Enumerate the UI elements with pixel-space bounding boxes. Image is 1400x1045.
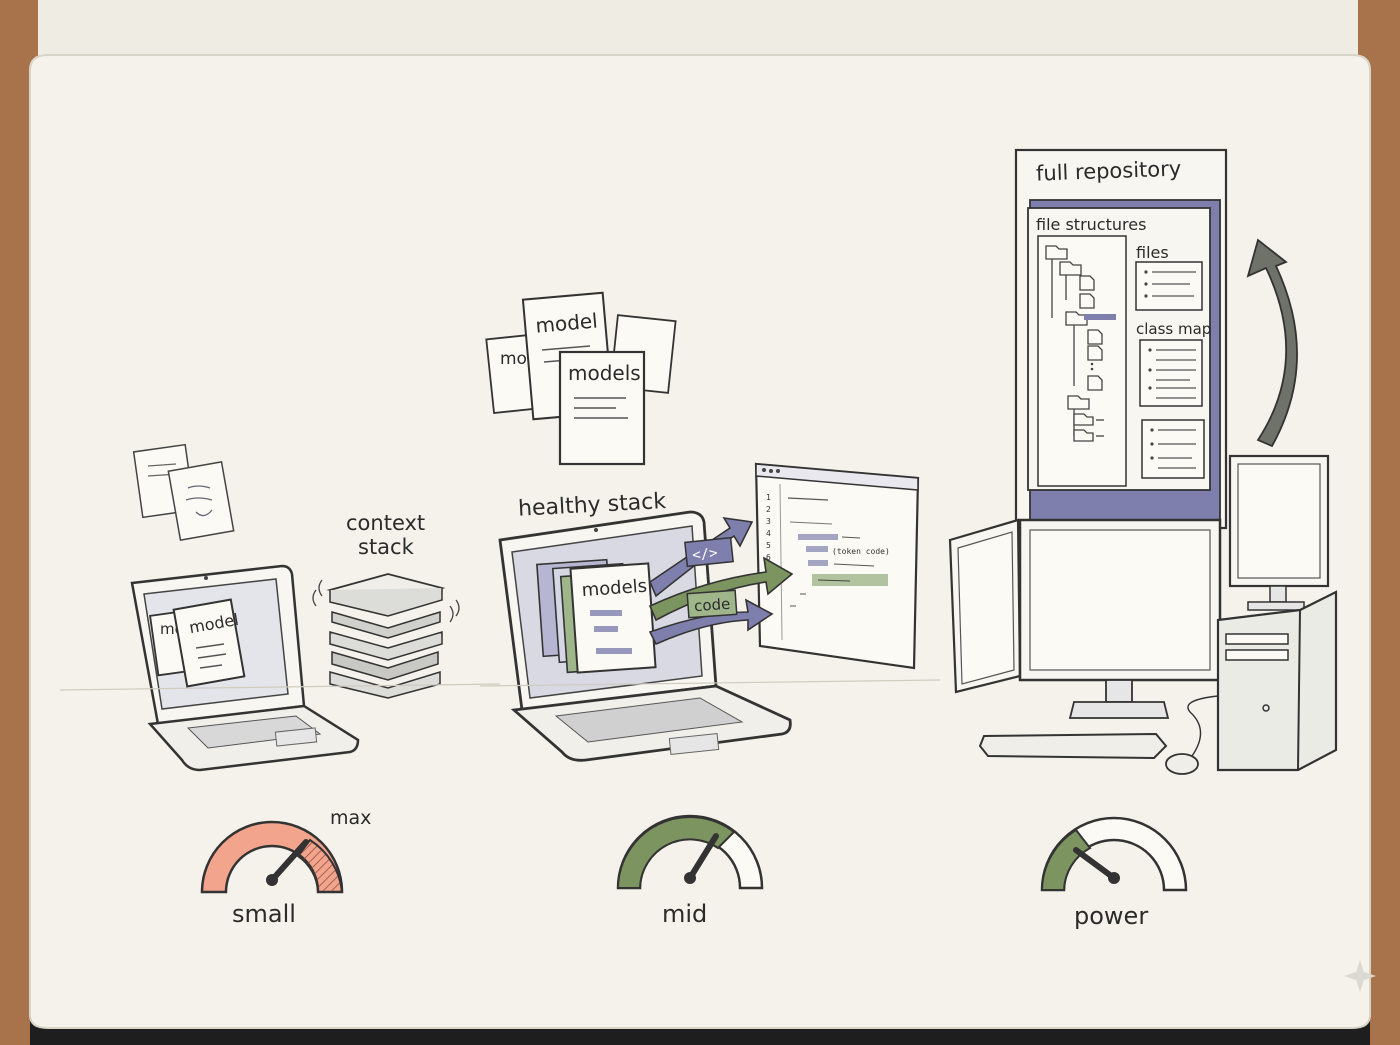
code-tag-text: </> — [691, 545, 718, 564]
arrow-bottom-icon — [648, 598, 774, 646]
gauge-mid: mid — [616, 814, 764, 928]
folder-icon — [1073, 429, 1094, 442]
power-workstation — [948, 454, 1338, 775]
gauge-mid-needle — [687, 833, 719, 881]
pc-tower — [1216, 590, 1338, 772]
file-icon — [1087, 329, 1103, 345]
code-snippet-text: (token code) — [832, 547, 890, 556]
code-line-number-4: 4 — [766, 529, 771, 538]
cloud-doc-left-label: mo — [500, 349, 527, 369]
code-tag-badge — [684, 536, 734, 568]
repository-panel: full repository file structures — [1014, 148, 1228, 530]
gauge-small-label: small — [232, 900, 296, 928]
cloud-doc-back-label: model — [534, 308, 598, 337]
file-icon — [1079, 293, 1095, 309]
gauge-power-label: power — [1074, 902, 1148, 930]
code-label-badge — [686, 589, 738, 619]
mid-section: mo model models healthy stack 1 2 3 4 5 … — [479, 291, 941, 928]
file-icon — [1087, 345, 1103, 361]
code-label-text: code — [693, 595, 730, 615]
gauge-small: max small — [200, 807, 371, 928]
power-section: full repository file structures — [948, 148, 1338, 930]
code-line-number-5: 5 — [766, 541, 771, 550]
code-line-number-3: 3 — [766, 517, 771, 526]
code-line-number-6: 6 — [766, 553, 771, 562]
doc-cloud: mo model models — [485, 291, 677, 466]
gauge-small-needle — [269, 839, 309, 883]
gauge-power: power — [1040, 816, 1188, 930]
flying-document-front — [167, 460, 235, 542]
gauge-power-arc — [1040, 828, 1092, 891]
code-line-number-2: 2 — [766, 505, 771, 514]
small-section: mo model context stack ma — [59, 443, 501, 928]
gauge-power-needle — [1073, 847, 1117, 881]
laptop-doc-front-label: models — [581, 576, 648, 602]
file-structures-label: file structures — [1036, 215, 1146, 234]
ground-line-small — [59, 683, 501, 691]
folder-icon — [1059, 261, 1082, 276]
gauge-small-max-zone — [296, 838, 344, 893]
small-doc-front: model — [172, 598, 246, 688]
gauge-mid-arc — [616, 815, 736, 889]
folder-icon — [1045, 245, 1068, 260]
code-line-number-1: 1 — [766, 493, 771, 502]
keyboard — [978, 732, 1168, 760]
cloud-doc-front-label: models — [568, 361, 641, 385]
files-card — [1135, 261, 1203, 311]
flow-arrows: </> code — [648, 516, 794, 646]
class-map-label: class map — [1136, 320, 1211, 338]
notebook-prev-page — [38, 0, 1358, 60]
context-stack-label-line1: context — [346, 511, 425, 535]
ground-line-mid — [479, 679, 941, 687]
curved-up-arrow-icon — [1246, 238, 1298, 448]
folder-icon — [1067, 395, 1090, 410]
laptop-doc-stack: models — [536, 558, 657, 674]
file-icon — [1087, 375, 1103, 391]
context-stack-label-line2: stack — [358, 535, 415, 559]
files-label: files — [1136, 243, 1169, 262]
folder-icon — [1073, 413, 1094, 426]
file-icon — [1079, 275, 1095, 291]
code-window: 1 2 3 4 5 6 (token code) — [754, 462, 920, 670]
gauge-mid-label: mid — [662, 900, 707, 928]
context-stack-pile — [312, 573, 460, 699]
file-tree-panel — [1037, 235, 1127, 487]
sparkle-icon — [1344, 960, 1376, 992]
full-repository-label: full repository — [1036, 157, 1182, 186]
gauge-max-label: max — [330, 807, 371, 829]
mouse — [1165, 753, 1199, 775]
